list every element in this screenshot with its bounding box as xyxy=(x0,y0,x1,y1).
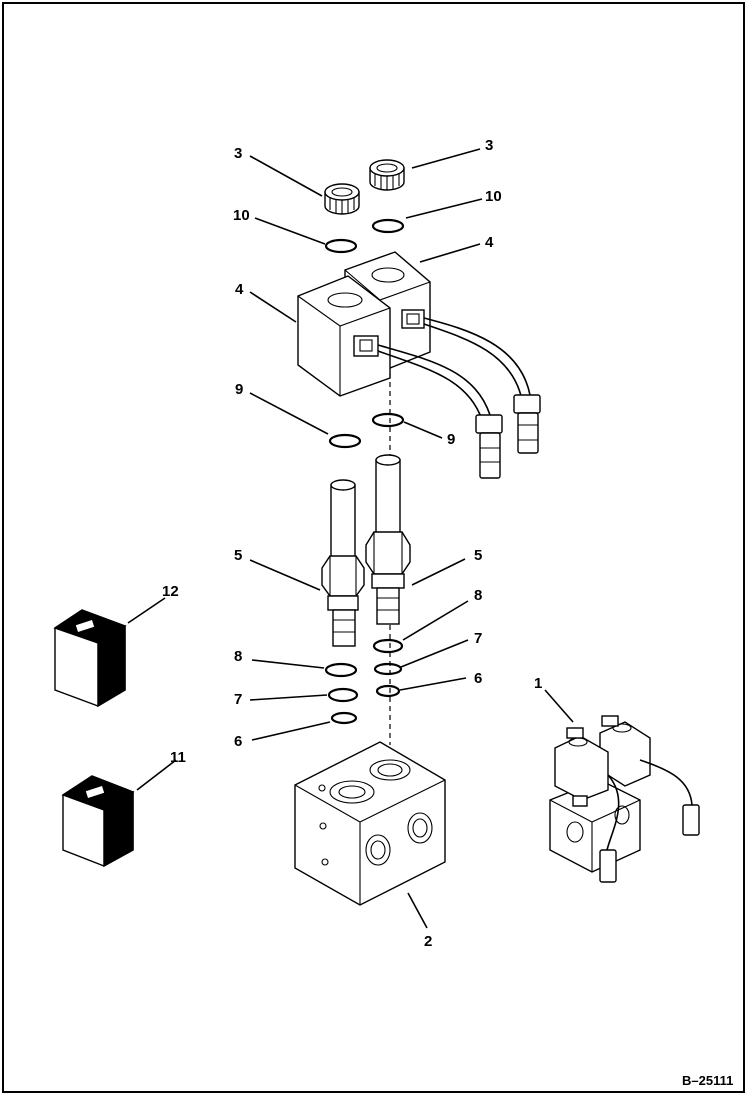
seal-6-right xyxy=(375,684,401,698)
callout-12: 12 xyxy=(162,583,179,600)
seal-6-left xyxy=(330,711,358,725)
coil-wire-b xyxy=(423,323,523,401)
callout-7-right: 7 xyxy=(474,630,482,647)
seal-8-left xyxy=(324,662,358,678)
callout-9-right: 9 xyxy=(447,431,455,448)
seal-7-right xyxy=(373,662,403,676)
coil-wire-a xyxy=(423,317,531,396)
callout-7-left: 7 xyxy=(234,691,242,708)
callout-6-right: 6 xyxy=(474,670,482,687)
figure-id: B–25111 xyxy=(682,1073,733,1088)
callout-3-left: 3 xyxy=(234,145,242,162)
callout-8-right: 8 xyxy=(474,587,482,604)
callout-5-right: 5 xyxy=(474,547,482,564)
decal-12 xyxy=(53,609,127,708)
callout-2: 2 xyxy=(424,933,432,950)
callout-5-left: 5 xyxy=(234,547,242,564)
oring-10-right xyxy=(371,218,405,234)
callout-8-left: 8 xyxy=(234,648,242,665)
callout-9-left: 9 xyxy=(235,381,243,398)
seal-8-right xyxy=(372,638,404,654)
callout-1: 1 xyxy=(534,675,542,692)
callout-3-right: 3 xyxy=(485,137,493,154)
leader-lines xyxy=(127,148,574,929)
seal-7-left xyxy=(327,687,359,703)
coil-front xyxy=(297,275,391,397)
oring-9-left xyxy=(328,433,362,449)
coil-wire-c xyxy=(377,344,491,416)
cap-left xyxy=(324,183,360,215)
oring-10-left xyxy=(324,238,358,254)
coil-wire-d xyxy=(377,350,483,421)
wire-connector-right xyxy=(513,394,541,454)
cap-right xyxy=(369,159,405,191)
decal-11 xyxy=(61,775,135,868)
callout-10-left: 10 xyxy=(233,207,250,224)
callout-10-right: 10 xyxy=(485,188,502,205)
callout-11: 11 xyxy=(170,749,186,766)
callout-6-left: 6 xyxy=(234,733,242,750)
cartridge-valve-left xyxy=(321,479,365,647)
oring-9-right xyxy=(371,412,405,428)
callout-4-left: 4 xyxy=(235,281,244,298)
cartridge-valve-right xyxy=(365,454,411,625)
callout-4-right: 4 xyxy=(485,234,494,251)
wire-connector-left xyxy=(475,414,503,479)
assembled-valve xyxy=(549,715,700,883)
valve-body-block xyxy=(294,741,446,906)
